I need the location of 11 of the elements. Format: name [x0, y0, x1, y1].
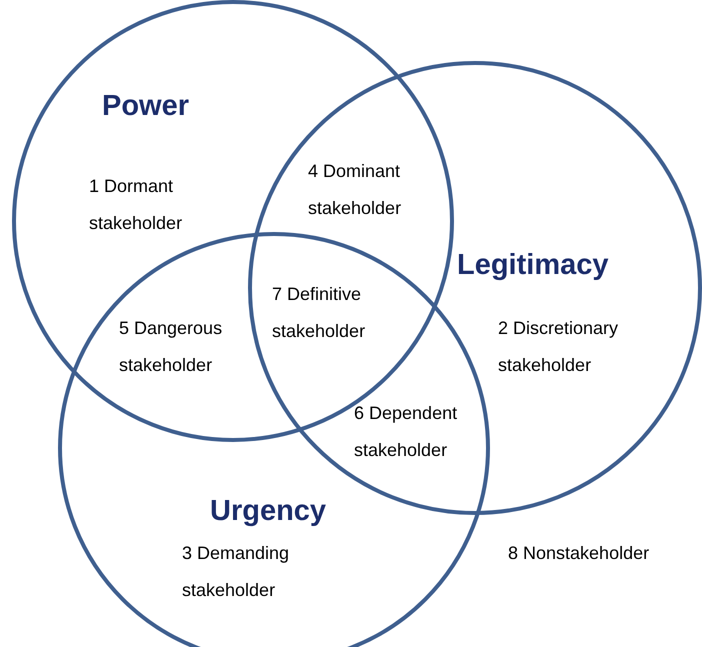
region-label: 4 Dominant stakeholder [308, 160, 402, 220]
region-label: 5 Dangerous stakeholder [119, 317, 224, 377]
set-title: Legitimacy [457, 249, 608, 282]
region-label: 2 Discretionary stakeholder [498, 317, 620, 377]
region-label: 6 Dependent stakeholder [354, 402, 458, 462]
region-label: 1 Dormant stakeholder [89, 175, 184, 235]
set-title: Urgency [210, 495, 326, 528]
region-label: 3 Demanding stakeholder [182, 542, 290, 602]
set-title: Power [102, 90, 190, 123]
region-label: 8 Nonstakeholder [508, 542, 650, 565]
region-label: 7 Definitive stakeholder [272, 283, 366, 343]
